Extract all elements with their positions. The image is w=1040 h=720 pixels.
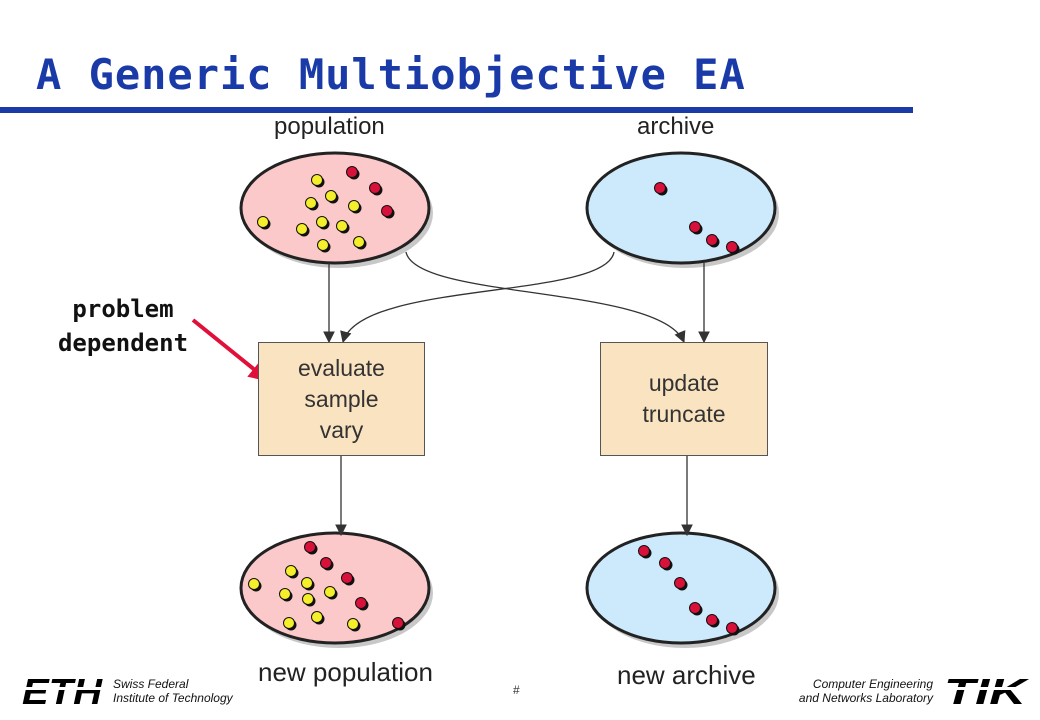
eth-logo: ETH bbox=[20, 671, 106, 712]
red-individual bbox=[320, 557, 332, 569]
new-population-set bbox=[239, 531, 431, 645]
evaluate-line: evaluate bbox=[298, 354, 385, 381]
red-individual bbox=[674, 577, 686, 589]
update-line: update bbox=[648, 370, 720, 396]
red-individual bbox=[689, 602, 701, 614]
yellow-individual bbox=[311, 611, 323, 623]
yellow-individual bbox=[301, 577, 313, 589]
red-individual bbox=[706, 234, 718, 246]
red-individual bbox=[638, 545, 650, 557]
yellow-individual bbox=[348, 200, 360, 212]
dependent-word: dependent bbox=[57, 329, 189, 357]
sample-line: sample bbox=[304, 385, 379, 412]
yellow-individual bbox=[296, 223, 308, 235]
red-individual bbox=[369, 182, 381, 194]
title-underline bbox=[0, 107, 913, 113]
archive-individuals bbox=[654, 182, 740, 255]
update-box: update truncate bbox=[600, 342, 768, 456]
truncate-line: truncate bbox=[642, 401, 726, 427]
slide-title: A Generic Multiobjective EA bbox=[36, 50, 746, 99]
yellow-individual bbox=[317, 239, 329, 251]
vary-line: vary bbox=[319, 416, 364, 443]
red-individual bbox=[304, 541, 316, 553]
archive-set bbox=[585, 151, 777, 265]
yellow-individual bbox=[316, 216, 328, 228]
footer-right-text: Computer Engineering and Networks Labora… bbox=[799, 677, 933, 705]
new-population-label: new population bbox=[258, 657, 433, 687]
arrow-archive-to-evaluate bbox=[340, 251, 615, 344]
red-individual bbox=[392, 617, 404, 629]
yellow-individual bbox=[325, 190, 337, 202]
red-individual bbox=[689, 221, 701, 233]
eth-logo-text: ETH bbox=[22, 671, 103, 712]
red-individual bbox=[381, 205, 393, 217]
yellow-individual bbox=[347, 618, 359, 630]
yellow-individual bbox=[324, 586, 336, 598]
new-archive-individuals bbox=[638, 545, 740, 636]
evaluate-box: evaluate sample vary bbox=[258, 342, 425, 456]
population-individuals bbox=[257, 166, 395, 253]
yellow-individual bbox=[248, 578, 260, 590]
red-individual bbox=[346, 166, 358, 178]
new-archive-label: new archive bbox=[617, 660, 756, 690]
problem-word: problem bbox=[72, 295, 174, 323]
yellow-individual bbox=[302, 593, 314, 605]
population-label: population bbox=[274, 113, 385, 140]
page-number: # bbox=[513, 683, 520, 697]
yellow-individual bbox=[283, 617, 295, 629]
yellow-individual bbox=[336, 220, 348, 232]
red-individual bbox=[654, 182, 666, 194]
problem-dependent-note: problem dependent bbox=[38, 292, 208, 360]
footer-right-line2: and Networks Laboratory bbox=[798, 691, 933, 705]
red-individual bbox=[726, 622, 738, 634]
tik-logo-text: TIK bbox=[944, 671, 1030, 712]
red-individual bbox=[355, 597, 367, 609]
archive-label: archive bbox=[637, 113, 715, 140]
yellow-individual bbox=[285, 565, 297, 577]
footer-left-text: Swiss Federal Institute of Technology bbox=[113, 677, 233, 705]
yellow-individual bbox=[305, 197, 317, 209]
yellow-individual bbox=[311, 174, 323, 186]
yellow-individual bbox=[257, 216, 269, 228]
red-individual bbox=[726, 241, 738, 253]
footer-left-line1: Swiss Federal bbox=[113, 677, 189, 691]
yellow-individual bbox=[279, 588, 291, 600]
new-population-individuals bbox=[248, 541, 406, 632]
yellow-individual bbox=[353, 236, 365, 248]
red-individual bbox=[341, 572, 353, 584]
population-set bbox=[239, 151, 431, 265]
problem-dependent-pointer bbox=[191, 318, 270, 382]
footer-right-line1: Computer Engineering bbox=[812, 677, 933, 691]
red-individual bbox=[659, 557, 671, 569]
tik-logo: TIK bbox=[942, 671, 1030, 712]
red-individual bbox=[706, 614, 718, 626]
footer-left-line2: Institute of Technology bbox=[113, 691, 233, 705]
arrow-population-to-update bbox=[405, 251, 686, 344]
